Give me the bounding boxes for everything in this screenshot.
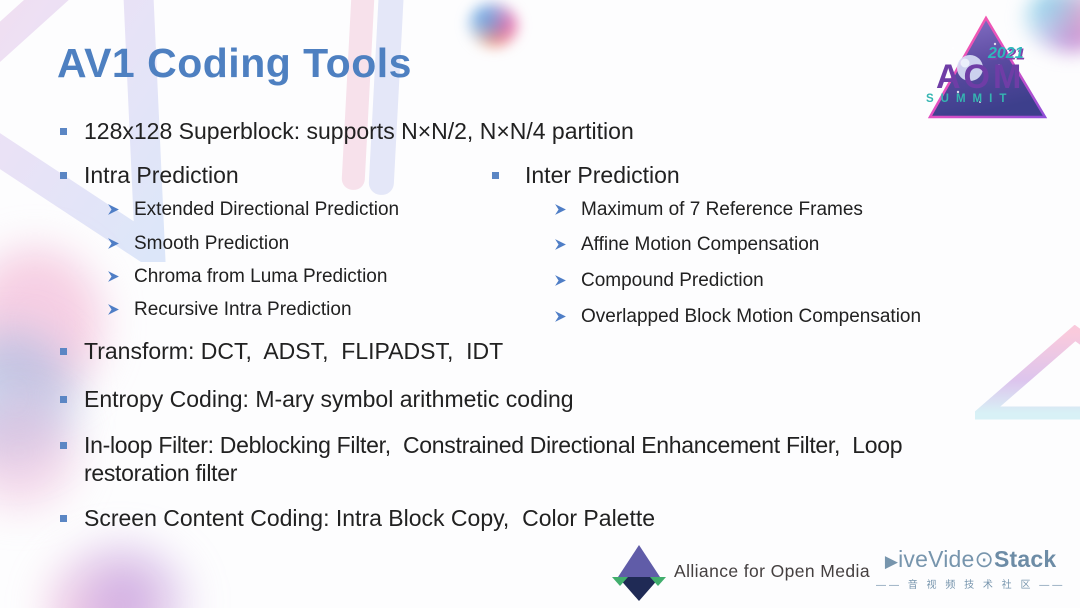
square-bullet-icon — [60, 442, 67, 449]
bullet-item-intra: Intra Prediction — [60, 162, 239, 189]
bullet-text: In-loop Filter: Deblocking Filter, Const… — [84, 432, 909, 486]
sub-item-text: Chroma from Luma Prediction — [134, 266, 388, 287]
bullet-text: Screen Content Coding: Intra Block Copy,… — [84, 505, 656, 531]
bullet-item-inloop: In-loop Filter: Deblocking Filter, Const… — [60, 432, 989, 487]
record-dot-icon: ⊙ — [974, 546, 995, 572]
gradient-dot-decoration — [467, 2, 519, 48]
sub-item-text: Compound Prediction — [581, 270, 764, 291]
arrow-bullet-icon — [555, 204, 566, 215]
page-title: AV1 Coding Tools — [57, 40, 412, 86]
sub-item: Maximum of 7 Reference Frames — [554, 199, 863, 221]
arrow-bullet-icon — [555, 275, 566, 286]
bullet-text: Inter Prediction — [525, 162, 680, 188]
bullet-text: Entropy Coding: M-ary symbol arithmetic … — [84, 386, 574, 412]
square-bullet-icon — [492, 172, 499, 179]
arrow-bullet-icon — [108, 304, 119, 315]
gradient-corner-decoration — [1024, 0, 1080, 52]
summit-triangle — [927, 15, 1048, 119]
sub-item: Overlapped Block Motion Compensation — [554, 306, 921, 328]
sub-item-text: Affine Motion Compensation — [581, 234, 820, 255]
purple-blob-decoration — [42, 538, 198, 608]
sub-item: Extended Directional Prediction — [107, 199, 399, 221]
arrow-bullet-icon — [555, 239, 566, 250]
brand-text: iveVide — [898, 546, 975, 572]
alliance-open-media-logo-icon — [612, 545, 666, 601]
square-bullet-icon — [60, 396, 67, 403]
brand-text-bold: Stack — [994, 546, 1057, 572]
summit-acronym: AOM — [936, 58, 1024, 96]
arrow-bullet-icon — [108, 204, 119, 215]
bullet-text: Intra Prediction — [84, 162, 239, 188]
pink-blob-decoration — [0, 248, 102, 400]
livevideostack-logo: ▶iveVide⊙Stack —— 音 视 频 技 术 社 区 —— — [876, 546, 1065, 591]
sub-item-text: Maximum of 7 Reference Frames — [581, 199, 863, 220]
planet-icon — [957, 55, 983, 81]
bullet-item-inter: Inter Prediction — [492, 162, 680, 189]
square-bullet-icon — [60, 515, 67, 522]
livevideostack-tagline: —— 音 视 频 技 术 社 区 —— — [876, 580, 1066, 591]
sub-item: Affine Motion Compensation — [554, 234, 819, 256]
triangle-decoration-right — [975, 325, 1080, 420]
sub-item-text: Recursive Intra Prediction — [134, 299, 352, 320]
bullet-item-superblock: 128x128 Superblock: supports N×N/2, N×N/… — [60, 118, 634, 145]
sub-item: Chroma from Luma Prediction — [107, 266, 387, 288]
sub-item: Recursive Intra Prediction — [107, 299, 352, 321]
alliance-open-media-label: Alliance for Open Media — [674, 561, 870, 581]
bullet-item-screen: Screen Content Coding: Intra Block Copy,… — [60, 505, 655, 532]
square-bullet-icon — [60, 172, 67, 179]
arrow-bullet-icon — [108, 271, 119, 282]
bullet-text: Transform: DCT, ADST, FLIPADST, IDT — [84, 338, 504, 364]
aom-summit-2021-logo: 2021 2021 AOM SUMMIT — [926, 15, 1048, 119]
livevideostack-brand: ▶iveVide⊙Stack — [876, 546, 1065, 575]
sub-item: Smooth Prediction — [107, 233, 289, 255]
sub-item-text: Overlapped Block Motion Compensation — [581, 306, 922, 327]
bullet-item-transform: Transform: DCT, ADST, FLIPADST, IDT — [60, 338, 503, 365]
arrow-bullet-icon — [108, 238, 119, 249]
bullet-item-entropy: Entropy Coding: M-ary symbol arithmetic … — [60, 386, 574, 413]
play-icon: ▶ — [884, 552, 899, 571]
arrow-bullet-icon — [555, 311, 566, 322]
square-bullet-icon — [60, 348, 67, 355]
summit-year-shadow: 2021 — [989, 47, 1026, 64]
square-bullet-icon — [60, 128, 67, 135]
summit-year: 2021 — [987, 45, 1024, 62]
sub-item-text: Extended Directional Prediction — [134, 199, 400, 220]
sub-item: Compound Prediction — [554, 270, 764, 292]
sub-item-text: Smooth Prediction — [134, 233, 290, 254]
bullet-text: 128x128 Superblock: supports N×N/2, N×N/… — [84, 118, 634, 144]
summit-word: SUMMIT — [926, 93, 1013, 105]
